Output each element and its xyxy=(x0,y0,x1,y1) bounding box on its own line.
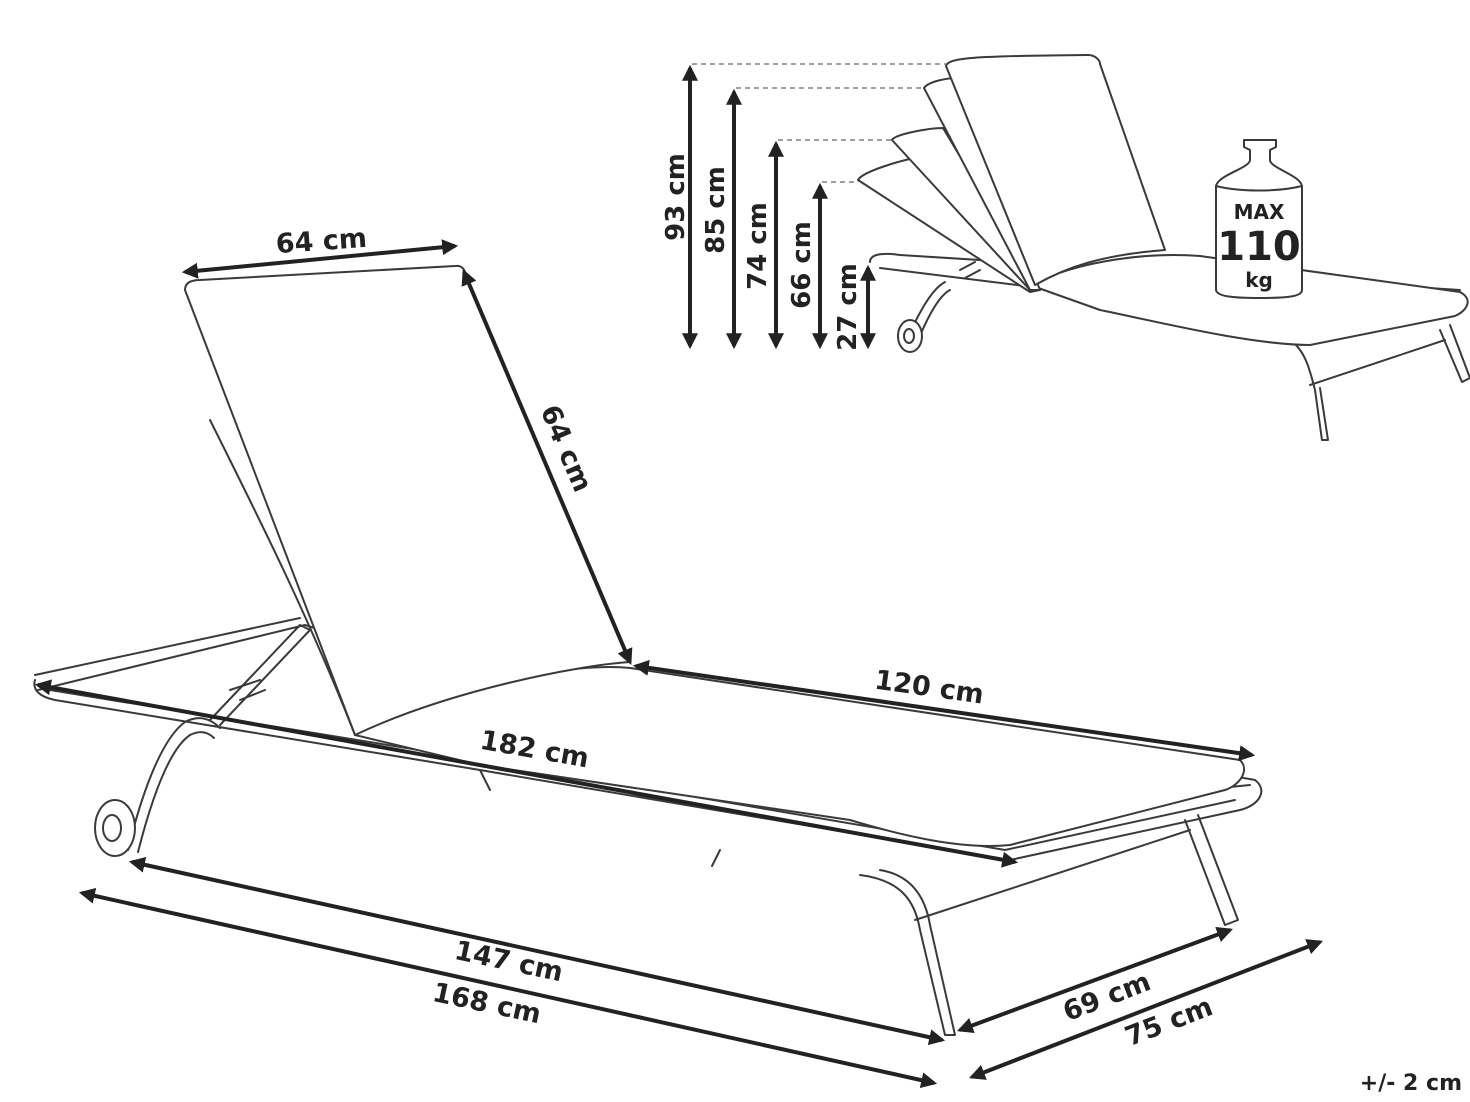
height-93-label: 93 cm xyxy=(661,153,691,241)
sun-lounger-reclining-positions-drawing xyxy=(857,54,1470,441)
tolerance-note: +/- 2 cm xyxy=(1360,1071,1462,1096)
height-74-label: 74 cm xyxy=(743,202,773,290)
wheel xyxy=(94,799,136,857)
max-load-value: 110 xyxy=(1217,224,1301,270)
sun-lounger-drawing xyxy=(33,264,1263,1036)
height-85-label: 85 cm xyxy=(701,166,731,254)
max-load-unit: kg xyxy=(1245,268,1273,292)
backrest-width-label: 64 cm xyxy=(275,223,368,260)
max-load-label: MAX xyxy=(1234,200,1285,224)
height-66-label: 66 cm xyxy=(787,221,817,309)
kettlebell-weight-icon xyxy=(1215,139,1303,299)
height-27-label: 27 cm xyxy=(833,263,863,351)
